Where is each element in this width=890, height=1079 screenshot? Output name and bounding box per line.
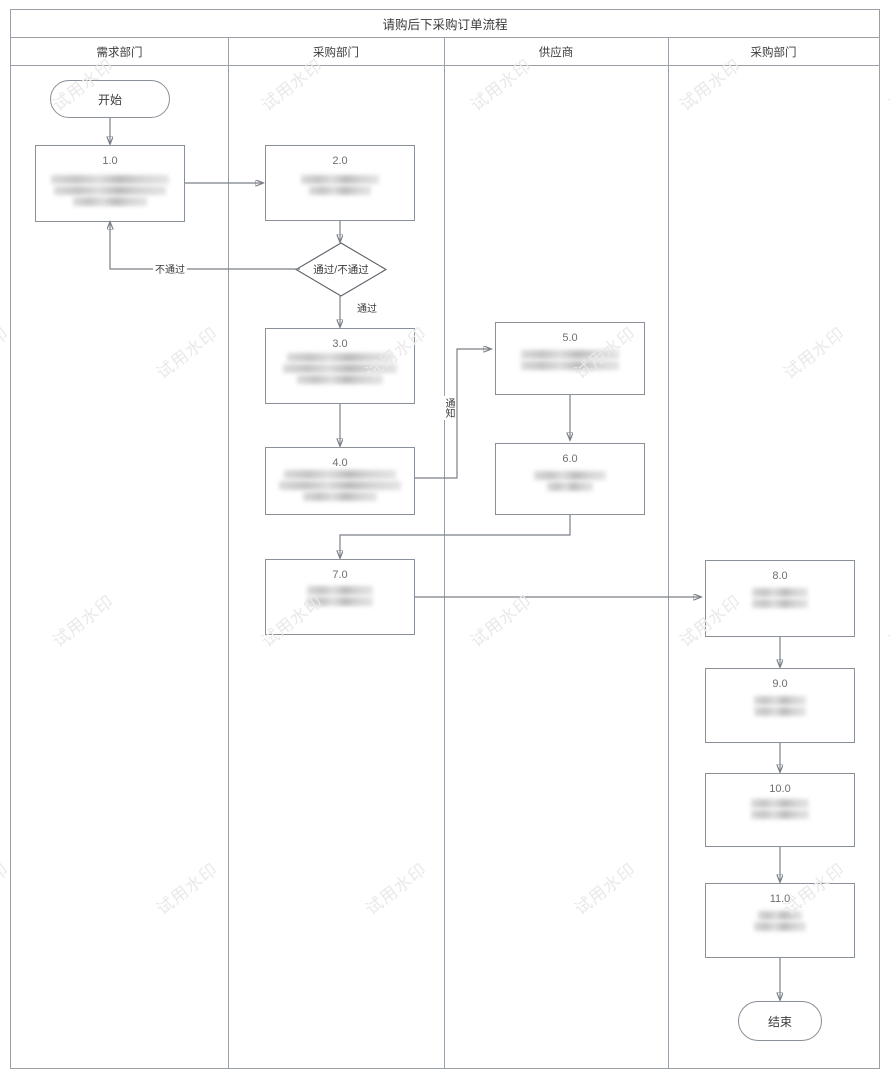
node-11-redacted-text: [706, 911, 854, 931]
lane-header-1: 需求部门: [11, 38, 228, 66]
node-7-number: 7.0: [332, 569, 348, 581]
edge-label-notify: 通知: [441, 396, 456, 420]
node-2[interactable]: 2.0: [265, 145, 415, 221]
lane-header-2: 采购部门: [228, 38, 444, 66]
node-6[interactable]: 6.0: [495, 443, 645, 515]
node-3[interactable]: 3.0: [265, 328, 415, 404]
node-1[interactable]: 1.0: [35, 145, 185, 222]
lane-header-4: 采购部门: [668, 38, 879, 66]
node-3-number: 3.0: [332, 338, 348, 350]
node-4-number: 4.0: [332, 457, 348, 469]
node-10[interactable]: 10.0: [705, 773, 855, 847]
node-9-number: 9.0: [772, 678, 788, 690]
node-4[interactable]: 4.0: [265, 447, 415, 515]
node-end[interactable]: 结束: [738, 1001, 822, 1041]
lane-header-3: 供应商: [444, 38, 668, 66]
node-decision[interactable]: 通过/不通过: [295, 242, 387, 297]
node-decision-label: 通过/不通过: [313, 264, 369, 276]
edge-label-reject: 不通过: [153, 261, 187, 276]
node-4-redacted-text: [266, 470, 414, 501]
edge-label-approve: 通过: [355, 300, 379, 315]
node-9[interactable]: 9.0: [705, 668, 855, 743]
node-7-redacted-text: [266, 586, 414, 606]
lane-divider-3: [668, 38, 669, 1069]
node-6-redacted-text: [496, 471, 644, 491]
node-5[interactable]: 5.0: [495, 322, 645, 395]
watermark-text: 试用水印: [885, 55, 890, 115]
node-7[interactable]: 7.0: [265, 559, 415, 635]
node-3-redacted-text: [266, 353, 414, 384]
node-8-number: 8.0: [772, 570, 788, 582]
node-2-redacted-text: [266, 175, 414, 195]
node-start[interactable]: 开始: [50, 80, 170, 118]
watermark-text: 试用水印: [885, 591, 890, 651]
node-1-redacted-text: [36, 175, 184, 206]
node-11-number: 11.0: [769, 893, 791, 905]
lane-divider-2: [444, 38, 445, 1069]
diamond-shape: [295, 242, 387, 297]
node-9-redacted-text: [706, 696, 854, 716]
diagram-title: 请购后下采购订单流程: [10, 9, 880, 38]
node-8[interactable]: 8.0: [705, 560, 855, 637]
node-10-redacted-text: [706, 799, 854, 819]
node-6-number: 6.0: [562, 453, 578, 465]
lane-divider-1: [228, 38, 229, 1069]
node-10-number: 10.0: [769, 783, 791, 795]
node-5-redacted-text: [496, 350, 644, 370]
node-5-number: 5.0: [562, 332, 578, 344]
node-2-number: 2.0: [332, 155, 348, 167]
node-1-number: 1.0: [102, 155, 118, 167]
node-11[interactable]: 11.0: [705, 883, 855, 958]
node-8-redacted-text: [706, 588, 854, 608]
